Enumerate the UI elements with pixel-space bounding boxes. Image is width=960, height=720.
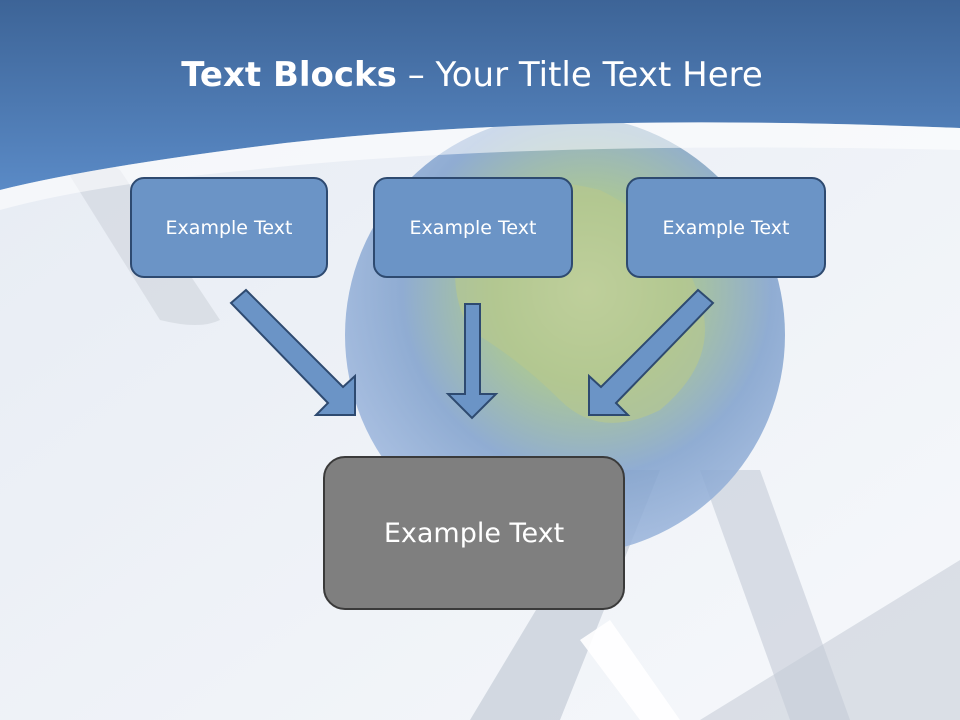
main-text-block-label: Example Text <box>383 517 565 549</box>
title-rest-part: – Your Title Text Here <box>396 55 763 95</box>
text-block-2: Example Text <box>373 177 573 278</box>
slide-title: Text Blocks – Your Title Text Here <box>0 52 944 98</box>
title-bold-part: Text Blocks <box>181 55 397 95</box>
text-block-3-label: Example Text <box>662 216 790 239</box>
text-block-1: Example Text <box>130 177 328 278</box>
main-text-block: Example Text <box>323 456 625 610</box>
text-block-2-label: Example Text <box>409 216 537 239</box>
text-block-3: Example Text <box>626 177 826 278</box>
text-block-1-label: Example Text <box>165 216 293 239</box>
